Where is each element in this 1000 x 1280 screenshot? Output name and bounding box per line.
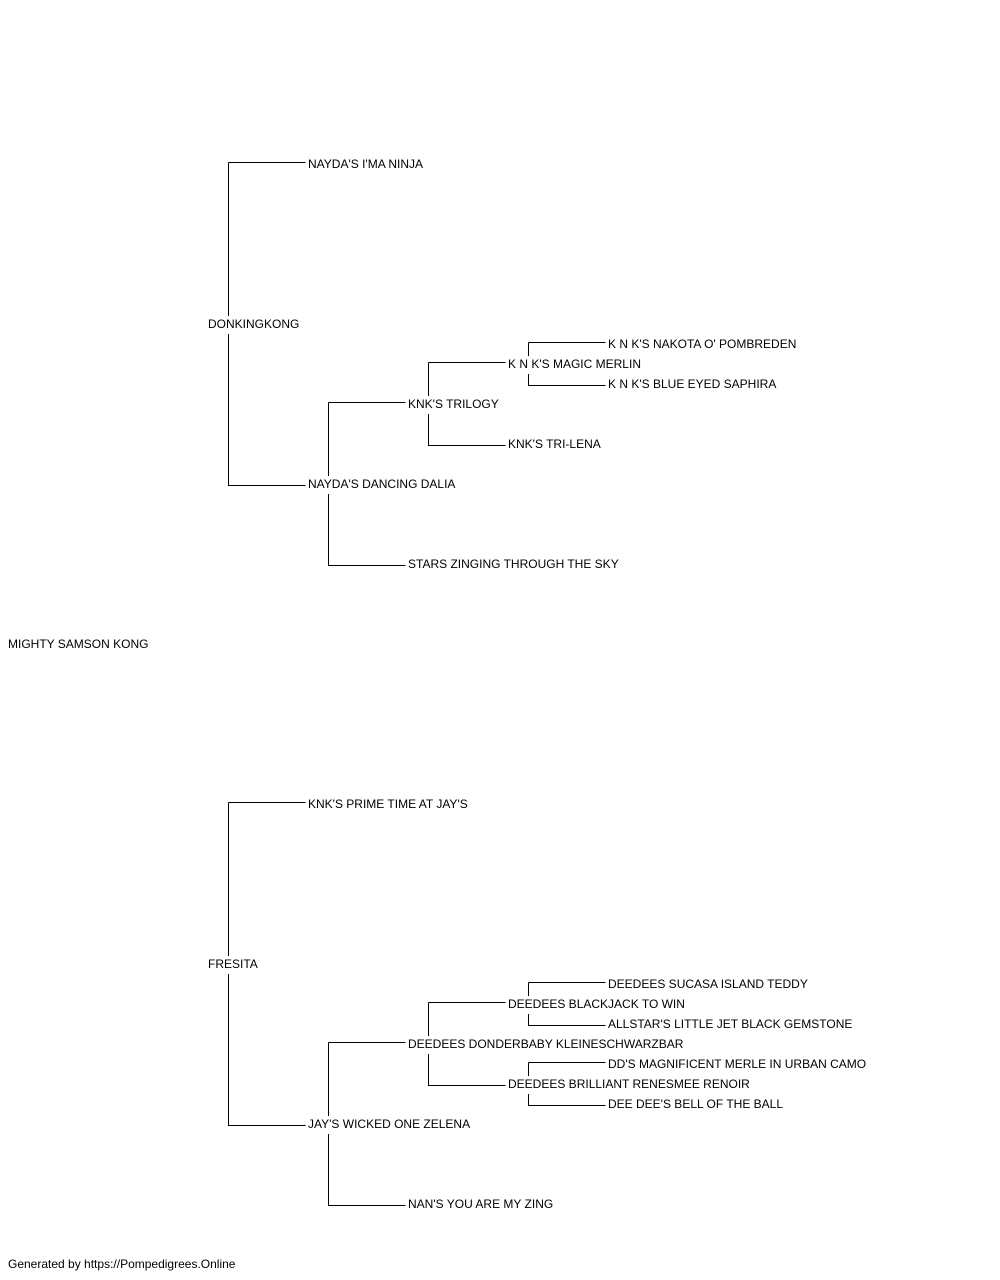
dam-sire-node: KNK'S PRIME TIME AT JAY'S [308, 797, 470, 811]
dam-dam-sire-dam-sire-node: DD'S MAGNIFICENT MERLE IN URBAN CAMO [608, 1057, 869, 1071]
dam-dam-sire-sire-sire-node: DEEDEES SUCASA ISLAND TEDDY [608, 977, 810, 991]
sire-dam-sire-sire-dam-node: K N K'S BLUE EYED SAPHIRA [608, 377, 779, 391]
sire-dam-dam-node: STARS ZINGING THROUGH THE SKY [408, 557, 621, 571]
sire-dam-sire-sire-node: K N K'S MAGIC MERLIN [508, 357, 643, 371]
pedigree-subject: MIGHTY SAMSON KONG [8, 637, 151, 651]
dam-dam-sire-dam-node: DEEDEES BRILLIANT RENESMEE RENOIR [508, 1077, 752, 1091]
connector-fresita [228, 802, 306, 1126]
dam-dam-sire-sire-dam-node: ALLSTAR'S LITTLE JET BLACK GEMSTONE [608, 1017, 855, 1031]
sire-sire-node: NAYDA'S I'MA NINJA [308, 157, 426, 171]
connector-naydas-dancing-dalia [328, 402, 406, 566]
sire-dam-sire-dam-node: KNK'S TRI-LENA [508, 437, 603, 451]
sire-dam-sire-sire-sire-node: K N K'S NAKOTA O' POMBREDEN [608, 337, 799, 351]
connector-deedees-brilliant [528, 1062, 606, 1106]
sire-dam-sire-node: KNK'S TRILOGY [408, 397, 501, 411]
dam-dam-sire-node: DEEDEES DONDERBABY KLEINESCHWARZBAR [408, 1037, 686, 1051]
connector-knks-trilogy [428, 362, 506, 446]
generated-by-footer: Generated by https://Pompedigrees.Online [8, 1257, 236, 1271]
dam-node: FRESITA [208, 957, 260, 971]
dam-dam-sire-dam-dam-node: DEE DEE'S BELL OF THE BALL [608, 1097, 786, 1111]
connector-donkingkong [228, 162, 306, 486]
sire-dam-node: NAYDA'S DANCING DALIA [308, 477, 458, 491]
dam-dam-dam-node: NAN'S YOU ARE MY ZING [408, 1197, 556, 1211]
sire-node: DONKINGKONG [208, 317, 302, 331]
dam-dam-node: JAY'S WICKED ONE ZELENA [308, 1117, 473, 1131]
connector-jays-wicked-one-zelena [328, 1042, 406, 1206]
connector-knks-magic-merlin [528, 342, 606, 386]
connector-deedees-blackjack [528, 982, 606, 1026]
connector-deedees-donderbaby [428, 1002, 506, 1086]
dam-dam-sire-sire-node: DEEDEES BLACKJACK TO WIN [508, 997, 687, 1011]
